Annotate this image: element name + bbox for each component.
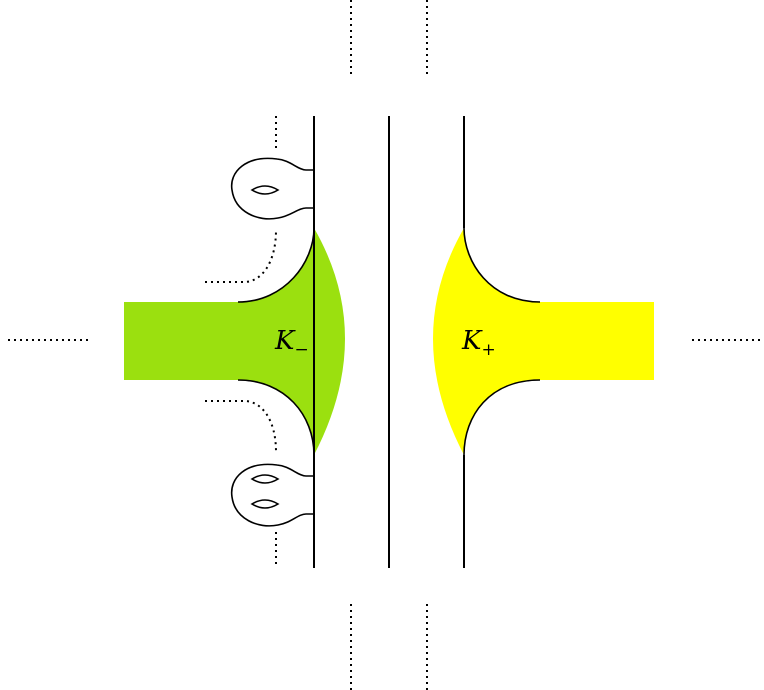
hole-lower-top xyxy=(250,474,280,484)
k-minus-lower-boundary xyxy=(237,379,315,456)
k-plus-upper-boundary xyxy=(463,227,541,303)
k-plus-lower-boundary xyxy=(463,379,541,456)
handle-upper xyxy=(230,157,314,220)
label-k-plus: K+ xyxy=(461,326,496,360)
hole-upper xyxy=(250,185,280,195)
dotted-curve-upper xyxy=(205,229,277,283)
label-k-minus: K− xyxy=(274,326,309,360)
k-minus-upper-boundary xyxy=(237,227,315,303)
region-k-minus xyxy=(124,228,345,455)
region-k-plus xyxy=(433,228,654,455)
dotted-curve-lower xyxy=(205,400,277,453)
hole-lower-bottom xyxy=(250,499,280,509)
handle-lower xyxy=(230,463,314,527)
